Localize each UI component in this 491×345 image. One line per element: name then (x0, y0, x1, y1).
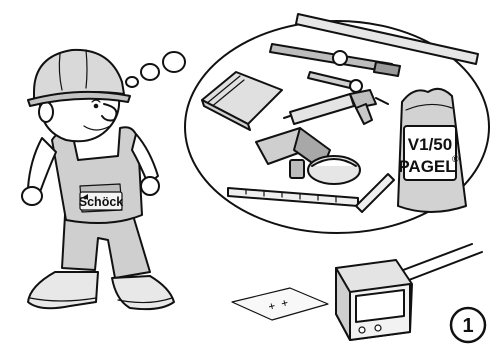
step-number-badge: 1 (451, 308, 485, 342)
floor-template: + + (232, 288, 328, 320)
step-number: 1 (462, 315, 473, 337)
bag-registered-mark: ® (452, 154, 459, 164)
worker-figure (22, 50, 174, 309)
schock-logo: Schöck (79, 192, 124, 210)
bag-label-line1: V1/50 (408, 135, 452, 154)
brand-logo-text: Schöck (79, 195, 124, 209)
bag-label-line2: PAGEL (398, 157, 455, 176)
